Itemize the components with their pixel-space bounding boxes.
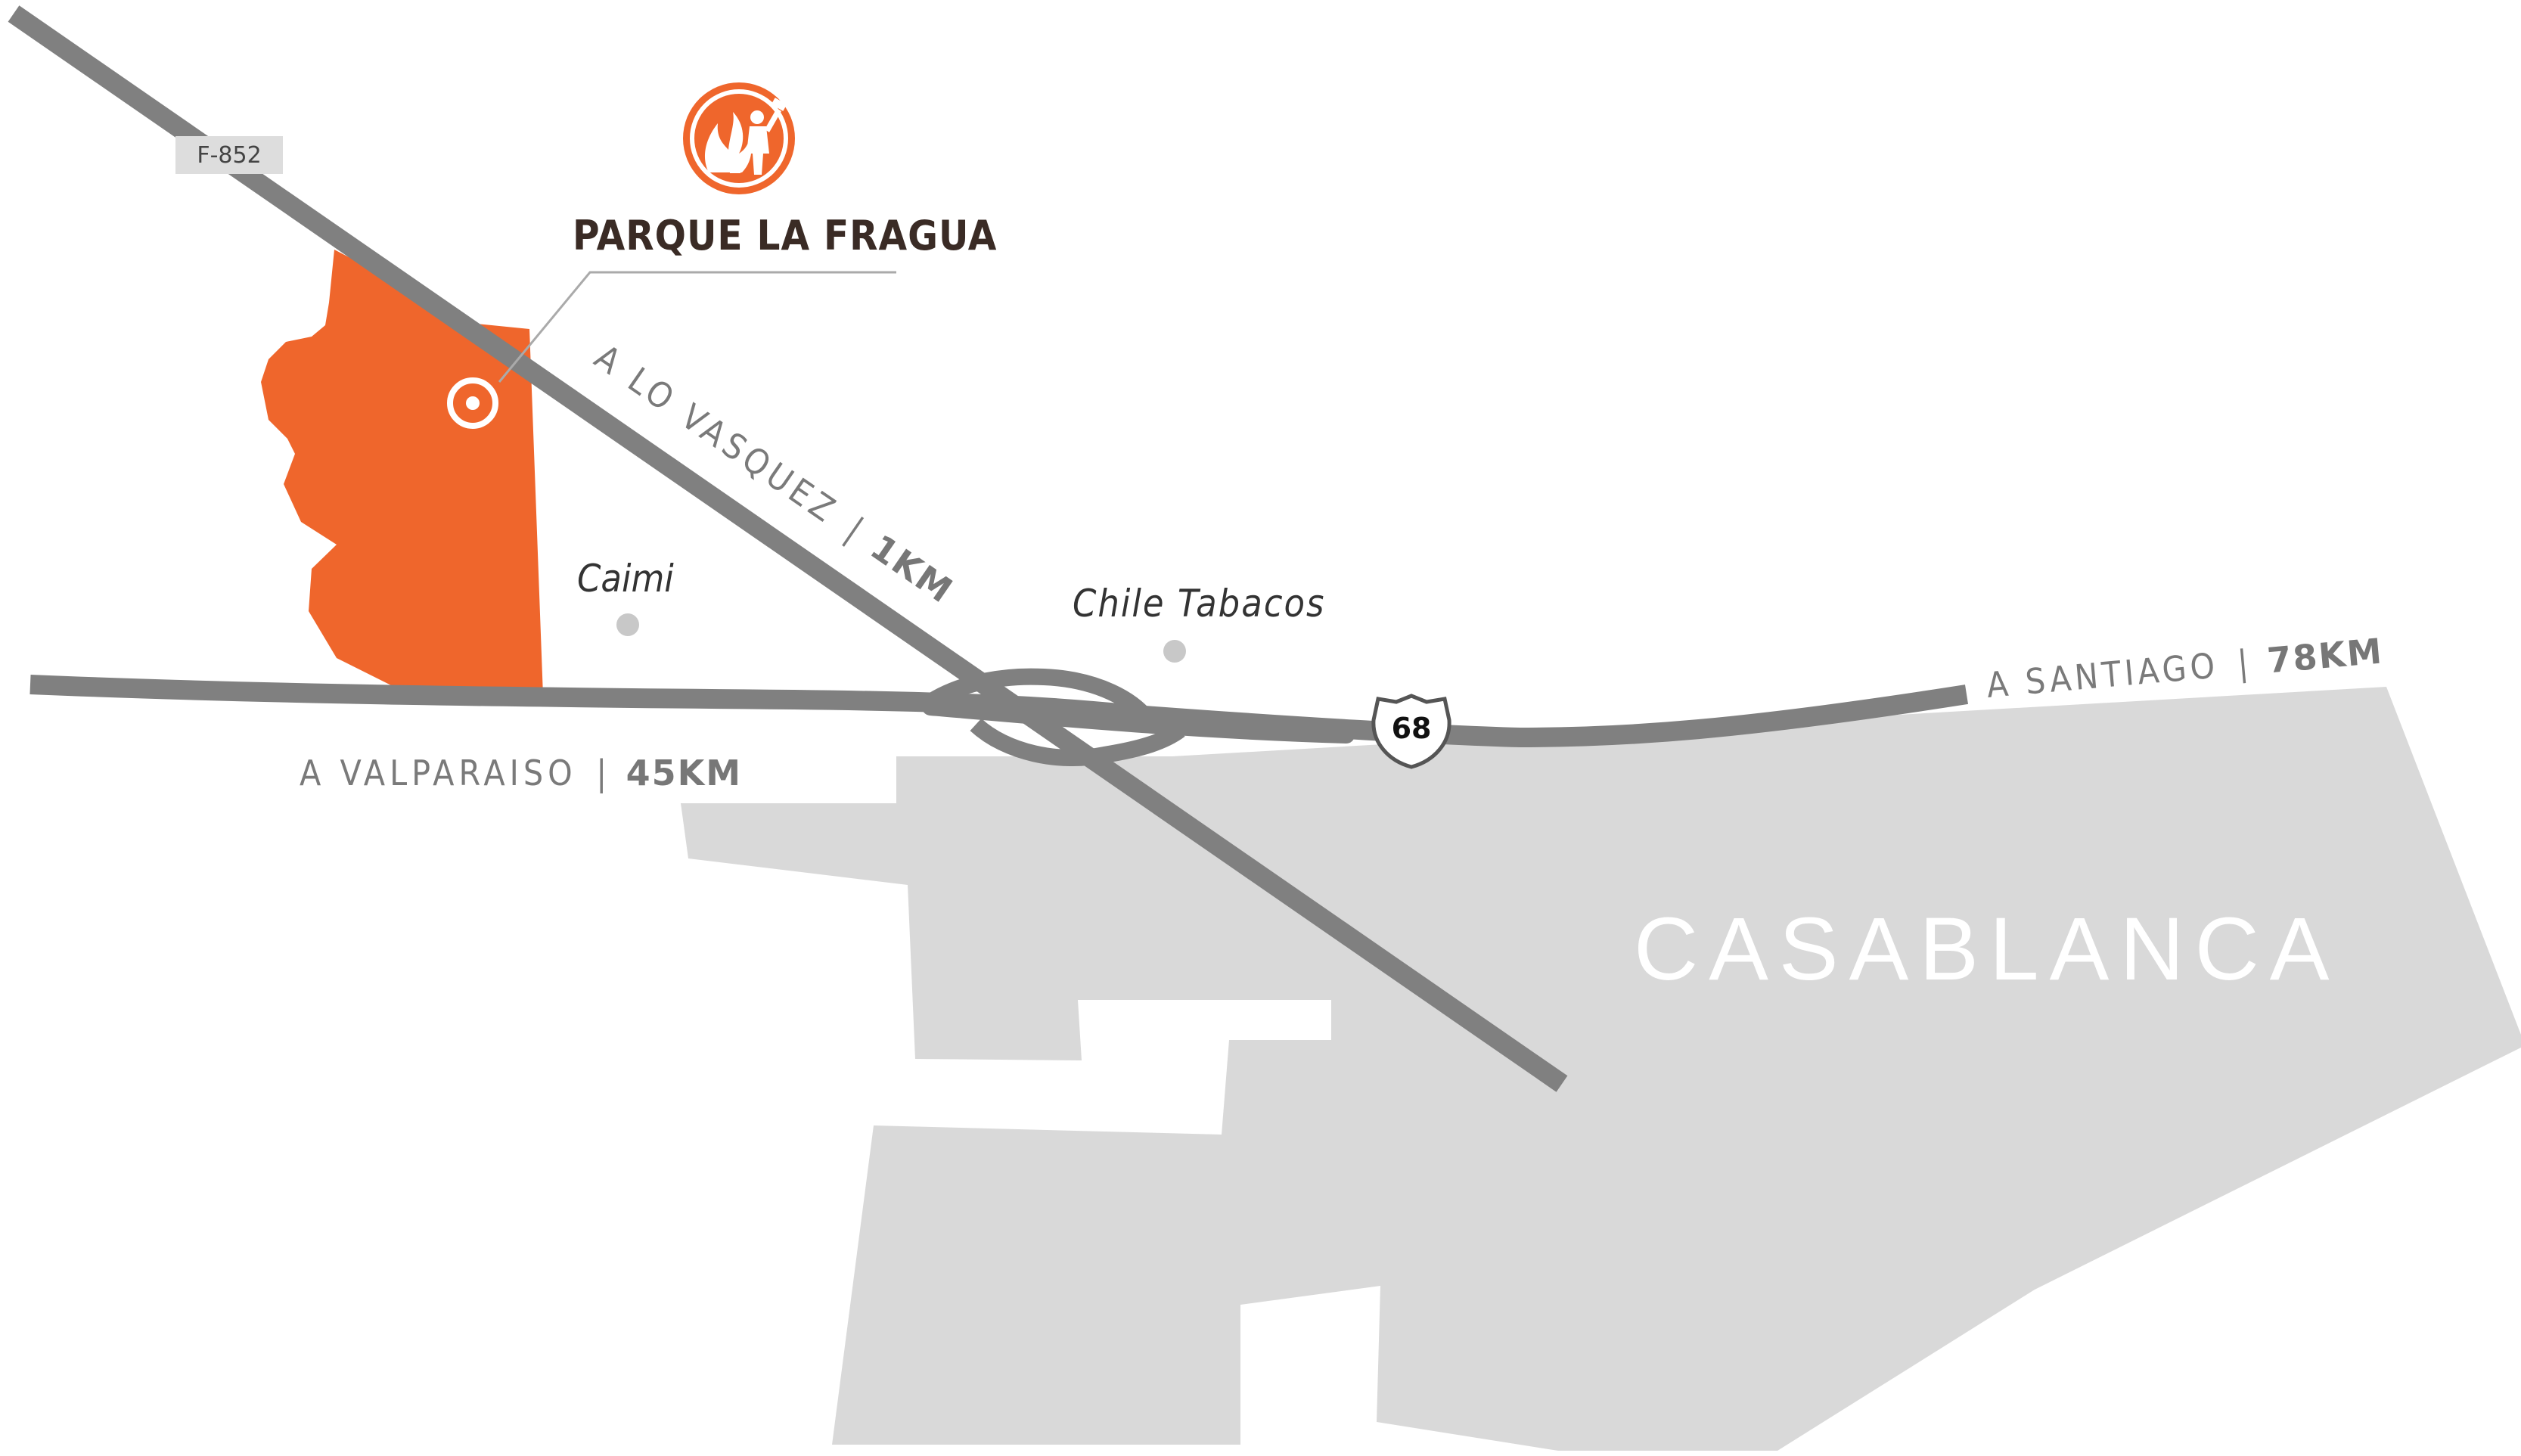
valparaiso-distance: 45KM	[626, 753, 742, 793]
lo-vasquez-separator: |	[838, 510, 871, 550]
route-68-highway	[29, 675, 1969, 747]
casablanca-city-area	[681, 687, 2521, 1451]
valparaiso-prefix: A VALPARAISO	[300, 753, 577, 793]
interchange-lane	[922, 699, 1355, 744]
callout-leader-line	[498, 271, 896, 383]
valparaiso-separator: |	[596, 753, 607, 794]
highway-shield-icon	[1371, 694, 1451, 769]
chile-tabacos-dot	[1163, 640, 1186, 663]
route-68-shield: 68	[1371, 694, 1451, 769]
brand-logo	[683, 82, 795, 194]
valparaiso-label: A VALPARAISO | 45KM	[300, 753, 742, 794]
brand-name: PARQUE LA FRAGUA	[573, 212, 997, 259]
santiago-separator: |	[2236, 642, 2250, 685]
route-68-label: 68	[1392, 712, 1432, 745]
lo-vasquez-distance: 1KM	[863, 526, 961, 611]
f852-badge-label: F-852	[197, 142, 261, 169]
target-marker-icon	[447, 377, 498, 429]
f852-road	[8, 5, 1568, 1092]
santiago-distance: 78KM	[2265, 630, 2385, 681]
interchange-loop-top	[917, 668, 1157, 728]
chile-tabacos-label: Chile Tabacos	[1073, 582, 1326, 626]
f852-badge: F-852	[175, 136, 283, 174]
santiago-prefix: A SANTIAGO	[1985, 644, 2220, 706]
caimi-dot	[616, 613, 639, 636]
caimi-label: Caimi	[577, 557, 674, 601]
park-area	[261, 250, 543, 696]
city-label: CASABLANCA	[1634, 899, 2340, 999]
location-marker	[447, 377, 498, 429]
